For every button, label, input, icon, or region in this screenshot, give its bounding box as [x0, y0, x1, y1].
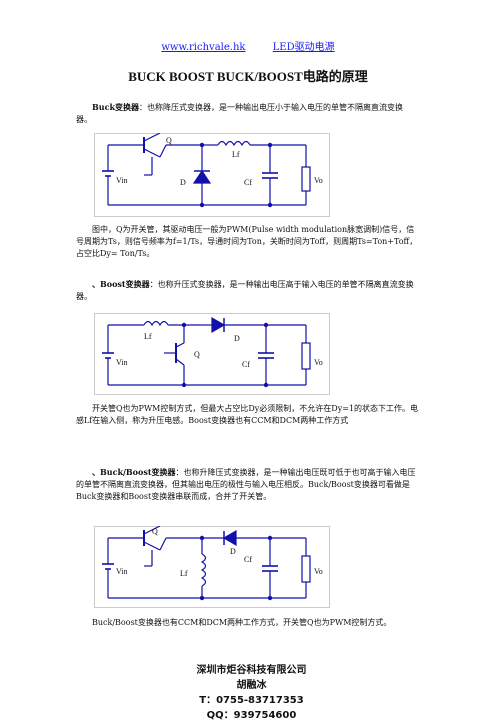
site-link[interactable]: www.richvale.hk: [161, 42, 246, 53]
label-cf: Cf: [242, 360, 250, 369]
label-lf: Lf: [144, 332, 152, 341]
label-d: D: [234, 334, 240, 343]
buckboost-intro-text: ：也称升降压式变换器，是一种输出电压既可低于也可高于输入电压的单管不隔离直流变换…: [76, 468, 416, 501]
footer-company: 深圳市炬谷科技有限公司: [196, 665, 307, 676]
page-header: www.richvale.hk LED驱动电源: [0, 38, 496, 53]
label-vin: Vin: [116, 176, 128, 185]
buck-term: Buck变换器: [92, 102, 139, 112]
label-vo: Vo: [314, 358, 323, 367]
label-vin: Vin: [116, 567, 128, 576]
label-d: D: [230, 547, 236, 556]
boost-circuit-diagram: Lf Q D Cf Vin Vo: [94, 313, 330, 395]
buckboost-intro: 、Buck/Boost变换器：也称升降压式变换器，是一种输出电压既可低于也可高于…: [76, 466, 418, 503]
boost-term: 、Boost变换器: [92, 279, 150, 289]
boost-intro-text: ：也称升压式变换器，是一种输出电压高于输入电压的单管不隔离直流变换器。: [76, 280, 414, 301]
footer-qq: QQ：939754600: [206, 710, 297, 721]
buck-circuit-diagram: Q Lf D Cf Vin Vo: [94, 133, 330, 217]
buck-intro: Buck变换器：也称降压式变换器，是一种输出电压小于输入电压的单管不隔离直流变换…: [76, 101, 418, 126]
boost-description: 开关管Q也为PWM控制方式，但最大占空比Dy必须限制，不允许在Dy=1的状态下工…: [76, 404, 419, 425]
page-footer: 深圳市炬谷科技有限公司 胡融冰 T：0755-83717353 QQ：93975…: [0, 650, 496, 721]
label-lf: Lf: [232, 150, 240, 159]
label-cf: Cf: [244, 178, 252, 187]
label-q: Q: [194, 350, 200, 359]
site-title-link[interactable]: LED驱动电源: [272, 42, 335, 53]
buck-description: 图中，Q为开关管，其驱动电压一般为PWM(Pulse width modulat…: [76, 225, 418, 258]
label-q: Q: [152, 527, 158, 536]
label-d: D: [180, 178, 186, 187]
label-cf: Cf: [244, 555, 252, 564]
buckboost-term: 、Buck/Boost变换器: [92, 467, 176, 477]
footer-contact-name: 胡融冰: [236, 680, 267, 691]
label-vin: Vin: [116, 358, 128, 367]
label-vo: Vo: [314, 176, 323, 185]
footer-phone: T：0755-83717353: [199, 695, 304, 706]
buckboost-description: Buck/Boost变换器也有CCM和DCM两种工作方式，开关管Q也为PWM控制…: [92, 618, 392, 627]
boost-intro: 、Boost变换器：也称升压式变换器，是一种输出电压高于输入电压的单管不隔离直流…: [76, 278, 418, 303]
buckboost-circuit-diagram: Q Lf D Cf Vin Vo: [94, 526, 330, 608]
label-lf: Lf: [180, 569, 188, 578]
document-title: BUCK BOOST BUCK/BOOST电路的原理: [128, 69, 368, 84]
buck-intro-text: ：也称降压式变换器，是一种输出电压小于输入电压的单管不隔离直流变换器。: [76, 103, 403, 124]
label-vo: Vo: [314, 567, 323, 576]
label-q: Q: [166, 136, 172, 145]
